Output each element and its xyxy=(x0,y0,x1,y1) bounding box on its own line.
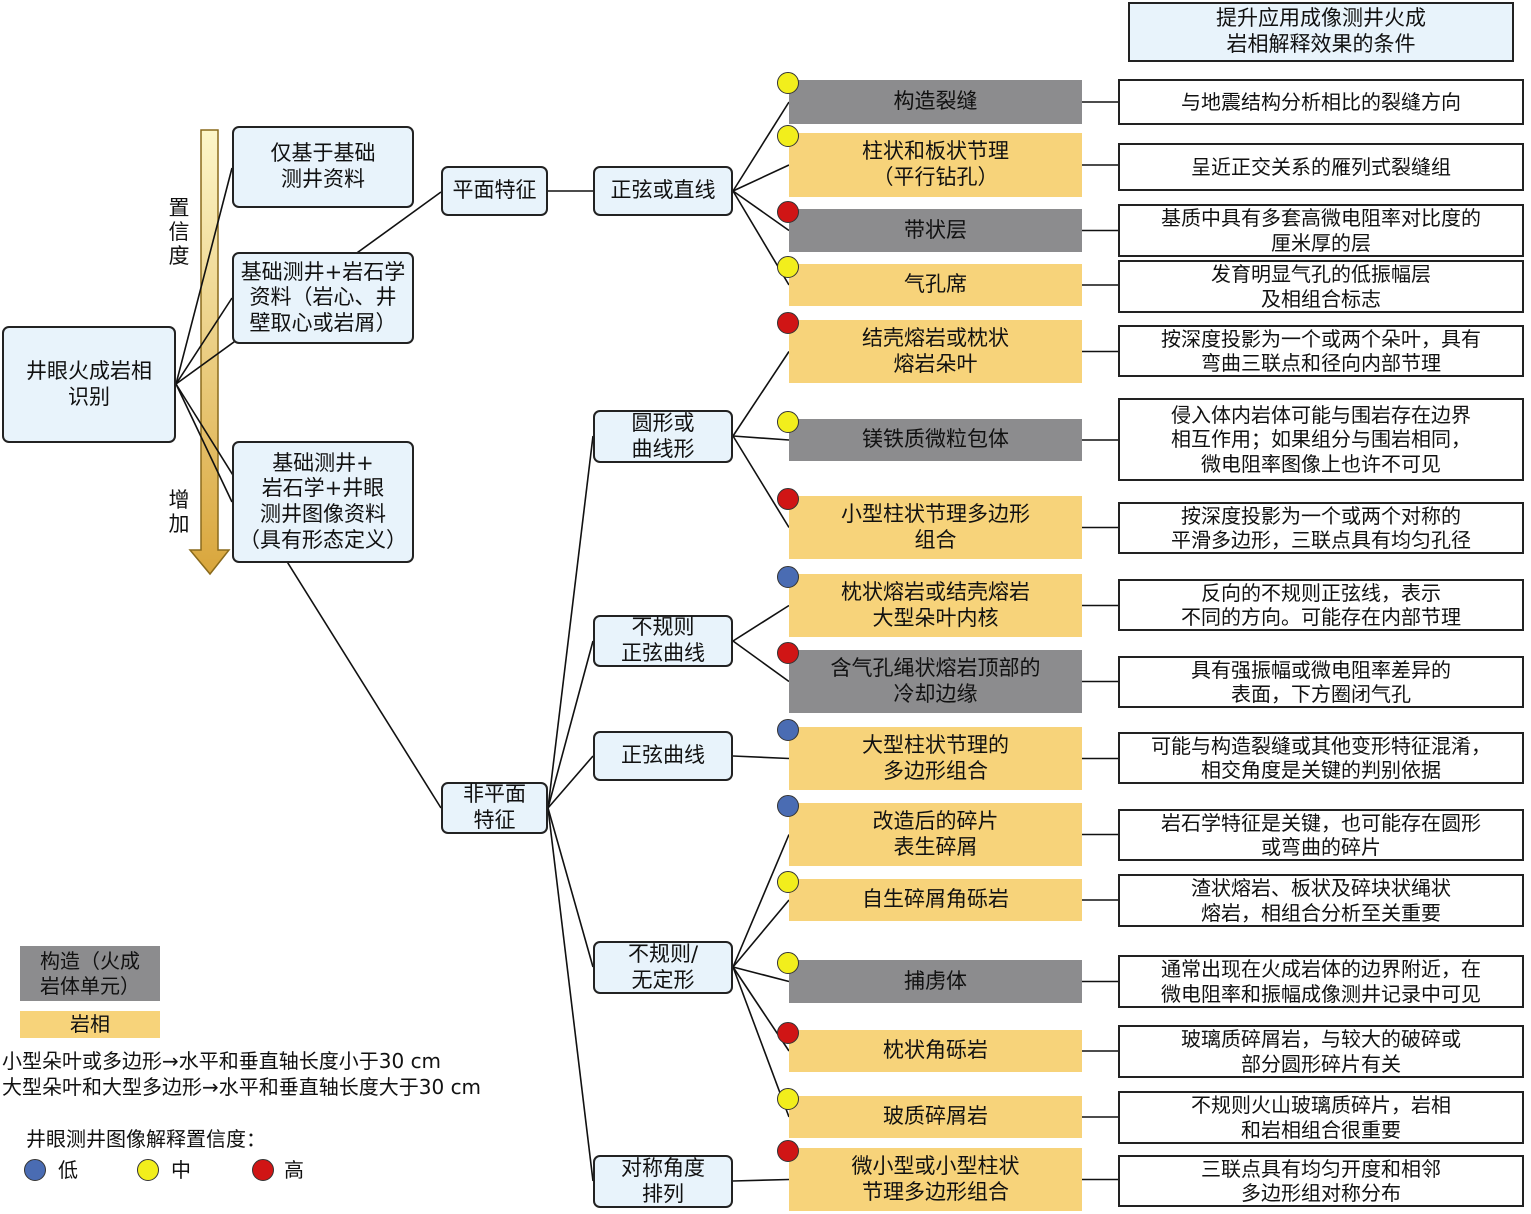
item-description: 不规则火山玻璃质碎片，岩相 和岩相组合很重要 xyxy=(1118,1091,1524,1144)
facies-item-label: 构造裂缝 xyxy=(789,80,1082,124)
item-description: 反向的不规则正弦线，表示 不同的方向。可能存在内部节理 xyxy=(1118,579,1524,631)
item-description: 通常出现在火成岩体的边界附近，在 微电阻率和振幅成像测井记录中可见 xyxy=(1118,955,1524,1008)
shape-sine-curve: 正弦曲线 xyxy=(593,731,733,781)
facies-item-label: 枕状熔岩或结壳熔岩 大型朵叶内核 xyxy=(789,574,1082,637)
item-description: 具有强振幅或微电阻率差异的 表面，下方圈闭气孔 xyxy=(1118,656,1524,708)
confidence-dot-mid xyxy=(777,256,799,278)
facies-item-label: 捕虏体 xyxy=(789,960,1082,1003)
item-description: 可能与构造裂缝或其他变形特征混淆， 相交角度是关键的判别依据 xyxy=(1118,732,1524,784)
confidence-dot-low xyxy=(777,719,799,741)
connector-line xyxy=(547,435,594,809)
shape-irregular-sine: 不规则 正弦曲线 xyxy=(593,615,733,667)
feature-planar: 平面特征 xyxy=(441,166,548,216)
facies-item-label: 柱状和板状节理 （平行钻孔） xyxy=(789,133,1082,197)
root-node: 井眼火成岩相 识别 xyxy=(2,326,176,443)
connector-line xyxy=(732,1178,790,1182)
facies-item-label: 结壳熔岩或枕状 熔岩朵叶 xyxy=(789,320,1082,383)
confidence-dot-mid xyxy=(777,411,799,433)
confidence-dot-mid xyxy=(777,72,799,94)
connector-line xyxy=(547,755,594,809)
legend-mid-label: 中 xyxy=(171,1158,191,1182)
confidence-dot-low xyxy=(777,566,799,588)
connector-line xyxy=(732,435,790,528)
legend-note-small: 小型朵叶或多边形→水平和垂直轴长度小于30 cm xyxy=(2,1049,442,1073)
item-description: 基质中具有多套高微电阻率对比度的 厘米厚的层 xyxy=(1118,204,1524,257)
item-description: 按深度投影为一个或两个朵叶，具有 弯曲三联点和径向内部节理 xyxy=(1118,325,1524,377)
legend-mid-dot xyxy=(137,1159,159,1181)
shape-round-or-curve: 圆形或 曲线形 xyxy=(593,410,733,463)
connector-line xyxy=(732,640,790,683)
item-description: 渣状熔岩、板状及碎块状绳状 熔岩，相组合分析至关重要 xyxy=(1118,874,1524,927)
facies-item-label: 改造后的碎片 表生碎屑 xyxy=(789,803,1082,866)
connector-line xyxy=(732,351,790,437)
facies-item-label: 微小型或小型柱状 节理多边形组合 xyxy=(789,1148,1082,1211)
confidence-dot-low xyxy=(777,795,799,817)
legend-structure-swatch: 构造（火成 岩体单元） xyxy=(20,946,160,1001)
item-description: 岩石学特征是关键，也可能存在圆形 或弯曲的碎片 xyxy=(1118,809,1524,861)
diagram-title: 提升应用成像测井火成 岩相解释效果的条件 xyxy=(1128,2,1514,62)
connector-line xyxy=(175,383,233,503)
connector-line xyxy=(732,435,790,441)
confidence-dot-high xyxy=(777,1140,799,1162)
arrow-label-confidence: 置 信 度 xyxy=(168,196,190,269)
confidence-dot-high xyxy=(777,312,799,334)
facies-item-label: 玻质碎屑岩 xyxy=(789,1096,1082,1138)
legend-high-label: 高 xyxy=(284,1158,304,1182)
legend-facies-swatch: 岩相 xyxy=(20,1011,160,1038)
facies-item-label: 镁铁质微粒包体 xyxy=(789,419,1082,461)
confidence-dot-mid xyxy=(777,952,799,974)
connector-line xyxy=(175,383,442,809)
facies-item-label: 小型柱状节理多边形 组合 xyxy=(789,496,1082,559)
legend-note-large: 大型朵叶和大型多边形→水平和垂直轴长度大于30 cm xyxy=(2,1075,482,1099)
connector-line xyxy=(175,167,233,385)
confidence-dot-high xyxy=(777,488,799,510)
facies-item-label: 大型柱状节理的 多边形组合 xyxy=(789,727,1082,790)
level-basic-logs: 仅基于基础 测井资料 xyxy=(232,126,414,208)
connector-line xyxy=(547,807,594,968)
facies-item-label: 带状层 xyxy=(789,209,1082,252)
arrow-label-increase: 增 加 xyxy=(168,488,190,537)
legend-low-label: 低 xyxy=(58,1158,78,1182)
confidence-dot-high xyxy=(777,642,799,664)
item-description: 侵入体内岩体可能与围岩存在边界 相互作用；如果组分与围岩相同， 微电阻率图像上也… xyxy=(1118,398,1524,481)
shape-sine-or-line: 正弦或直线 xyxy=(593,166,733,216)
connector-line xyxy=(547,807,594,1182)
item-description: 按深度投影为一个或两个对称的 平滑多边形，三联点具有均匀孔径 xyxy=(1118,502,1524,554)
confidence-dot-high xyxy=(777,1022,799,1044)
connector-line xyxy=(732,604,790,642)
connector-line xyxy=(732,966,790,983)
legend-confidence-title: 井眼测井图像解释置信度： xyxy=(26,1127,266,1151)
connector-line xyxy=(175,297,233,385)
connector-line xyxy=(732,190,790,232)
facies-item-label: 自生碎屑角砾岩 xyxy=(789,879,1082,921)
item-description: 发育明显气孔的低振幅层 及相组合标志 xyxy=(1118,260,1524,313)
connector-line xyxy=(732,755,790,760)
confidence-dot-mid xyxy=(777,125,799,147)
connector-line xyxy=(732,899,790,968)
facies-item-label: 含气孔绳状熔岩顶部的 冷却边缘 xyxy=(789,650,1082,713)
item-description: 与地震结构分析相比的裂缝方向 xyxy=(1118,79,1524,125)
connector-line xyxy=(732,101,790,192)
connector-line xyxy=(732,834,790,968)
shape-symmetric-arrangement: 对称角度 排列 xyxy=(593,1155,733,1208)
item-description: 玻璃质碎屑岩，与较大的破碎或 部分圆形碎片有关 xyxy=(1118,1025,1524,1078)
level-logs-petrology: 基础测井+岩石学 资料（岩心、井 壁取心或岩屑） xyxy=(232,252,414,344)
confidence-dot-mid xyxy=(777,871,799,893)
item-description: 三联点具有均匀开度和相邻 多边形组对称分布 xyxy=(1118,1155,1524,1207)
confidence-dot-mid xyxy=(777,1088,799,1110)
facies-item-label: 枕状角砾岩 xyxy=(789,1030,1082,1072)
shape-irregular-amorphous: 不规则/ 无定形 xyxy=(593,941,733,994)
connector-line xyxy=(732,164,790,192)
legend-low-dot xyxy=(24,1159,46,1181)
connector-line xyxy=(547,640,594,809)
item-description: 呈近正交关系的雁列式裂缝组 xyxy=(1118,143,1524,191)
confidence-increase-arrow xyxy=(188,129,231,576)
feature-nonplanar: 非平面 特征 xyxy=(441,782,548,834)
confidence-dot-high xyxy=(777,201,799,223)
legend-high-dot xyxy=(252,1159,274,1181)
level-logs-petrology-images: 基础测井+ 岩石学+井眼 测井图像资料 （具有形态定义） xyxy=(232,441,414,563)
facies-item-label: 气孔席 xyxy=(789,264,1082,306)
